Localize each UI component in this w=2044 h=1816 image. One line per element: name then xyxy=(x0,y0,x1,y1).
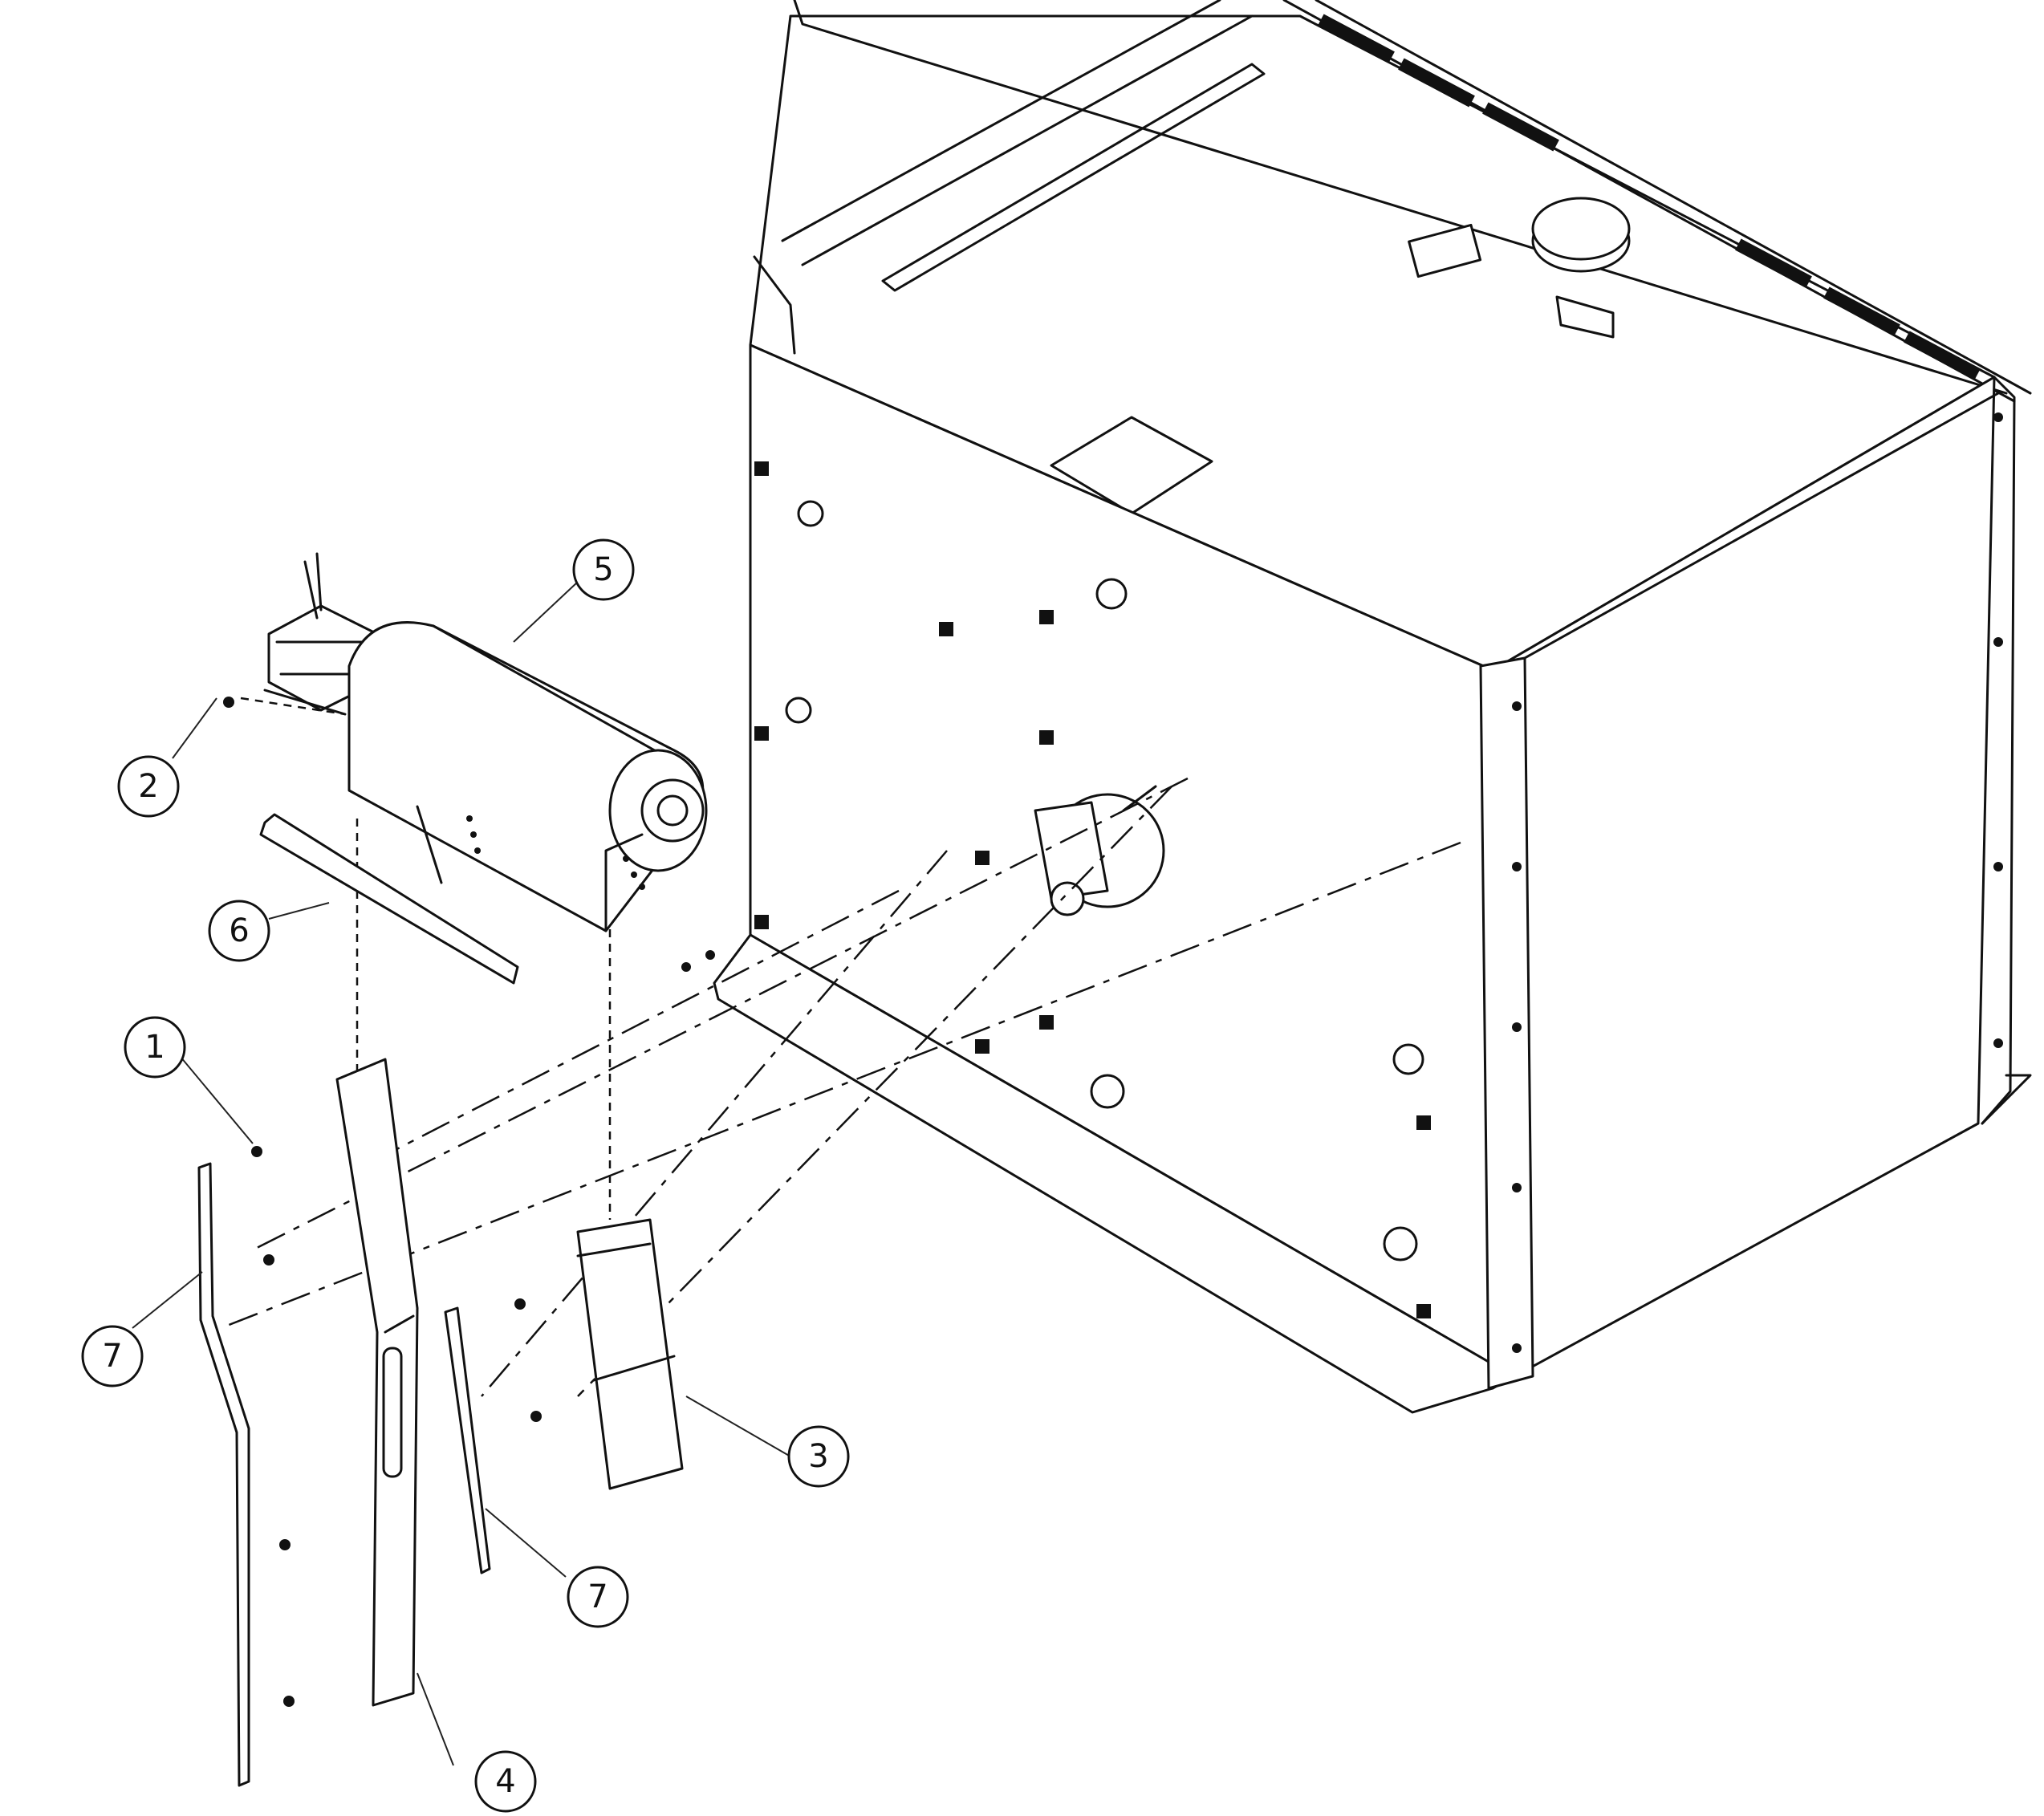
callout-4: 4 xyxy=(474,1750,537,1813)
side-blower-motor xyxy=(1034,785,1165,916)
foam-strip-left xyxy=(197,1162,250,1787)
frame-screws xyxy=(1512,412,2003,1353)
callout-leaders xyxy=(132,581,791,1766)
callout-1: 1 xyxy=(124,1016,186,1079)
side-panel-clips xyxy=(754,461,1431,1318)
side-panel-holes xyxy=(785,500,1424,1261)
callout-7-right-label: 7 xyxy=(587,1578,608,1615)
top-motor-assembly xyxy=(1408,197,1631,339)
cabinet-front-frame xyxy=(1479,656,1534,1390)
mounting-bracket-long xyxy=(335,1058,419,1707)
callout-3-label: 3 xyxy=(808,1438,828,1475)
screws xyxy=(223,697,715,1707)
callout-3: 3 xyxy=(787,1425,850,1488)
callout-4-label: 4 xyxy=(495,1763,515,1800)
callout-6-label: 6 xyxy=(229,912,249,949)
callout-7-left-label: 7 xyxy=(102,1338,122,1375)
callout-5-label: 5 xyxy=(593,551,613,588)
callout-7-right: 7 xyxy=(567,1566,629,1628)
callout-5: 5 xyxy=(572,538,635,601)
foam-strip-right xyxy=(444,1306,491,1574)
oven-cabinet xyxy=(713,0,2032,1414)
top-label-plate xyxy=(1050,416,1213,515)
callout-2-label: 2 xyxy=(138,768,158,805)
assembly-guide-lines xyxy=(220,697,1461,1397)
callout-7-left: 7 xyxy=(81,1325,144,1387)
callout-1-label: 1 xyxy=(144,1029,165,1066)
top-vent-slots xyxy=(1318,14,1981,380)
tangential-blower xyxy=(347,621,708,932)
callout-2: 2 xyxy=(117,755,180,818)
mounting-bracket-short xyxy=(576,1218,684,1490)
callout-6: 6 xyxy=(208,900,270,962)
seal-strip xyxy=(259,813,519,985)
